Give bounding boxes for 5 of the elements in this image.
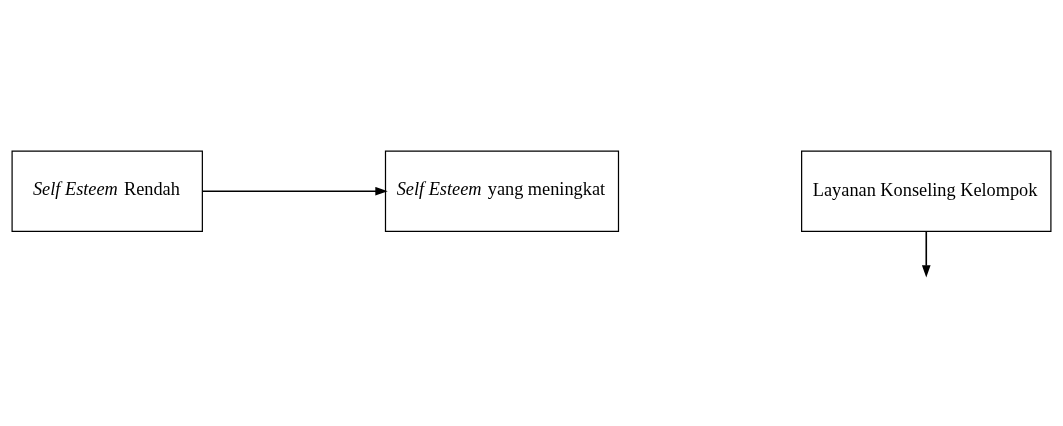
arrow xyxy=(201,186,388,196)
node-box: Self Esteem Rendah xyxy=(11,149,203,232)
node-box: Layanan Konseling Kelompok xyxy=(801,149,1052,232)
arrow xyxy=(921,230,931,278)
node-box: Self Esteem yang meningkat xyxy=(384,149,620,232)
